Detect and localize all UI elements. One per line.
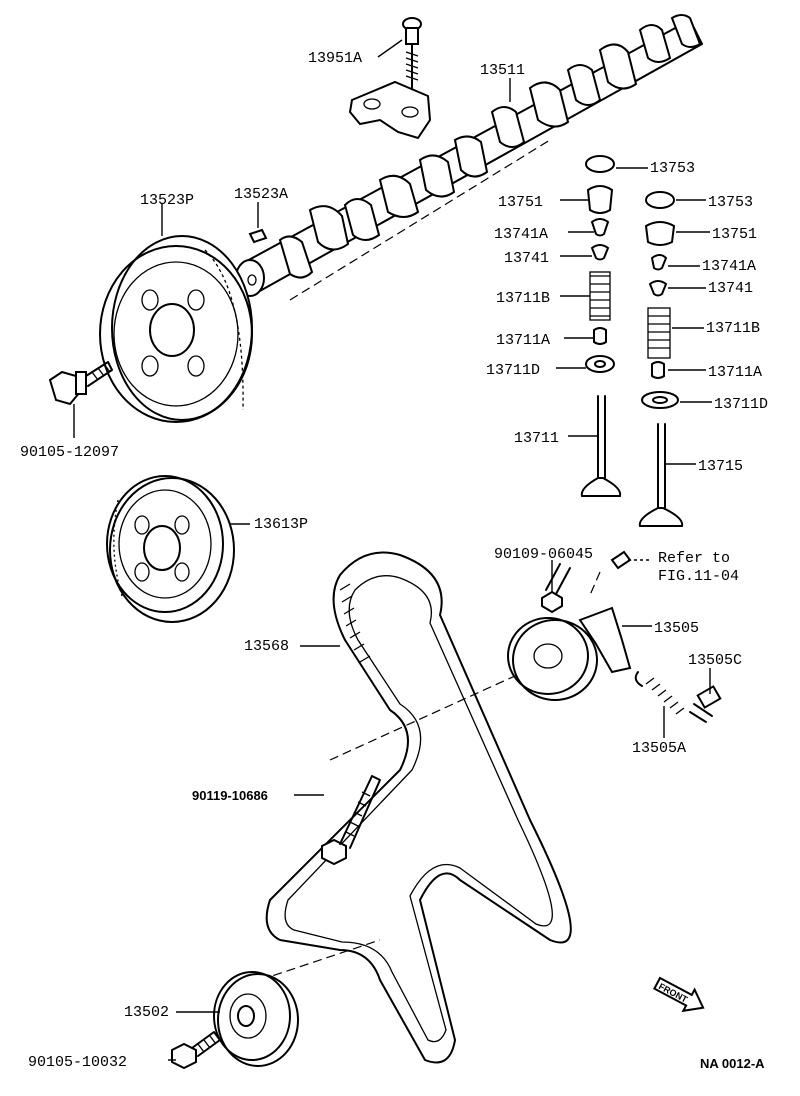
label-13505C: 13505C [688,652,742,669]
label-90105-12097: 90105-12097 [20,444,119,461]
part-labels: 13951A 13511 13523P 13523A 90105-12097 1… [20,50,768,1071]
valve-train-exhaust [638,191,684,527]
label-13711B-b: 13711B [706,320,760,337]
camshaft [235,14,703,297]
label-13711D-a: 13711D [486,362,540,379]
label-13502: 13502 [124,1004,169,1021]
idler-pulley [213,971,299,1067]
label-13751-a: 13751 [498,194,543,211]
woodruff-key [248,228,268,244]
label-13951A: 13951A [308,50,362,67]
bolt-90109-06045 [541,563,571,614]
bolt-13951A [402,17,422,89]
timing-belt [265,551,572,1064]
label-13741A-a: 13741A [494,226,548,243]
label-13505: 13505 [654,620,699,637]
leader-lines [73,39,712,1061]
label-13613P: 13613P [254,516,308,533]
label-13711D-b: 13711D [714,396,768,413]
crankshaft-pulley [106,475,235,623]
alignment-line [589,571,601,596]
camshaft-pulley [99,235,253,423]
bearing-cap [348,80,432,140]
label-13715: 13715 [698,458,743,475]
label-13711B-a: 13711B [496,290,550,307]
alignment-line [259,939,381,981]
label-13568: 13568 [244,638,289,655]
label-13751-b: 13751 [712,226,757,243]
front-arrow: FRONT [653,976,705,1013]
label-90105-10032: 90105-10032 [28,1054,127,1071]
refer-text-line1: Refer to [658,550,730,567]
label-13711A-a: 13711A [496,332,550,349]
label-13741-b: 13741 [708,280,753,297]
bolt-90105-10032 [171,1031,221,1070]
label-13711A-b: 13711A [708,364,762,381]
diagram-code: NA 0012-A [700,1056,765,1071]
label-13741A-b: 13741A [702,258,756,275]
bolt-90119-10686 [321,775,381,866]
label-13711: 13711 [514,430,559,447]
label-13523P: 13523P [140,192,194,209]
label-90109-06045: 90109-06045 [494,546,593,563]
label-13511: 13511 [480,62,525,79]
refer-text-line2: FIG.11-04 [658,568,739,585]
pin [610,550,632,570]
label-90119-10686: 90119-10686 [192,788,268,803]
label-13523A: 13523A [234,186,288,203]
label-13753-a: 13753 [650,160,695,177]
tensioner-spring [634,671,685,715]
alignment-line [289,139,551,301]
label-13753-b: 13753 [708,194,753,211]
tensioner-bolt [689,685,722,723]
label-13505A: 13505A [632,740,686,757]
label-13741-a: 13741 [504,250,549,267]
valve-train-intake [580,155,622,497]
bolt-90105-12097 [48,361,113,406]
belt-tensioner [507,606,632,701]
